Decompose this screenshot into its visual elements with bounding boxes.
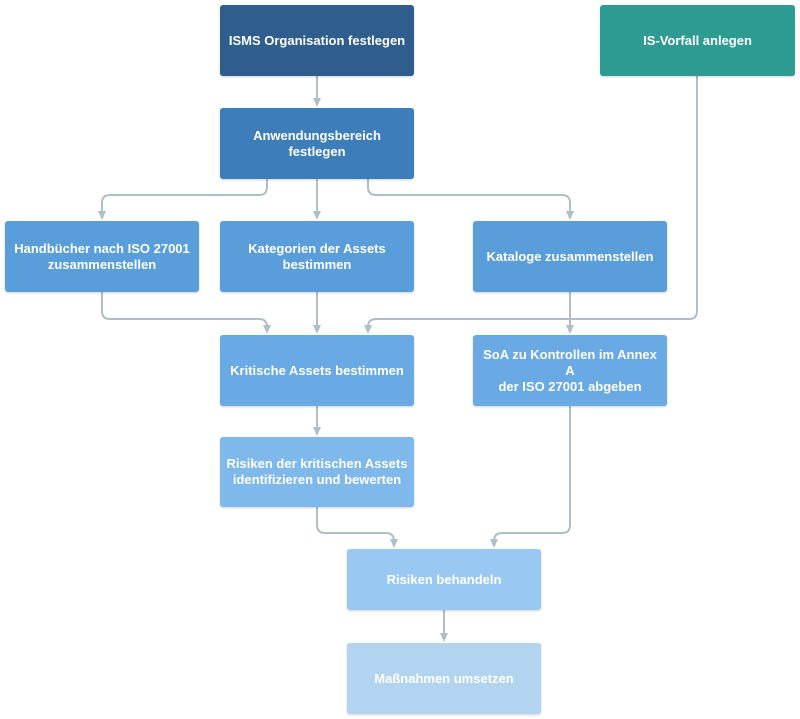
node-label-line2: bestimmen (282, 256, 352, 272)
edge-handbuecher-to-kritische (101, 292, 271, 334)
edge-vorfall-to-kritische (364, 76, 698, 334)
node-kritische-assets[interactable]: Kritische Assets bestimmen (220, 335, 414, 406)
node-kataloge[interactable]: Kataloge zusammenstellen (473, 221, 667, 292)
node-label-line1: Risiken der kritischen Assets (226, 456, 408, 471)
node-label: Risiken behandeln (386, 571, 502, 587)
node-label: Maßnahmen umsetzen (374, 670, 514, 686)
edge-risiken-identifizieren-to-behandeln (316, 507, 398, 548)
node-label-line2: identifizieren und bewerten (232, 472, 402, 487)
node-label: Kritische Assets bestimmen (230, 362, 404, 378)
node-risiken-identifizieren[interactable]: Risiken der kritischen Assets identifizi… (220, 437, 414, 507)
node-massnahmen-umsetzen[interactable]: Maßnahmen umsetzen (347, 643, 541, 714)
node-label-line1: SoA zu Kontrollen im Annex A (483, 346, 657, 378)
node-label: Kataloge zusammenstellen (486, 248, 654, 264)
edge-anwendungsbereich-to-handbuecher (98, 179, 268, 220)
edge-anwendungsbereich-to-kataloge (367, 179, 574, 220)
node-label-line1: Kategorien der Assets (248, 240, 386, 256)
node-label-line2: zusammenstellen (47, 256, 157, 272)
edge-soa-to-behandeln (490, 406, 571, 548)
node-soa[interactable]: SoA zu Kontrollen im Annex A der ISO 270… (473, 335, 667, 406)
node-label-line1: Handbücher nach ISO 27001 (14, 240, 190, 256)
node-is-vorfall[interactable]: IS-Vorfall anlegen (600, 5, 795, 76)
node-label-line2: der ISO 27001 abgeben (498, 378, 642, 394)
node-label-line2: festlegen (288, 143, 346, 159)
node-anwendungsbereich[interactable]: Anwendungsbereich festlegen (220, 108, 414, 179)
node-handbuecher[interactable]: Handbücher nach ISO 27001 zusammenstelle… (5, 221, 199, 292)
node-label-line1: Anwendungsbereich (253, 127, 381, 143)
node-risiken-behandeln[interactable]: Risiken behandeln (347, 549, 541, 610)
node-kategorien[interactable]: Kategorien der Assets bestimmen (220, 221, 414, 292)
node-isms-organisation[interactable]: ISMS Organisation festlegen (220, 5, 414, 76)
node-label: ISMS Organisation festlegen (228, 32, 406, 48)
node-label: IS-Vorfall anlegen (643, 32, 752, 48)
